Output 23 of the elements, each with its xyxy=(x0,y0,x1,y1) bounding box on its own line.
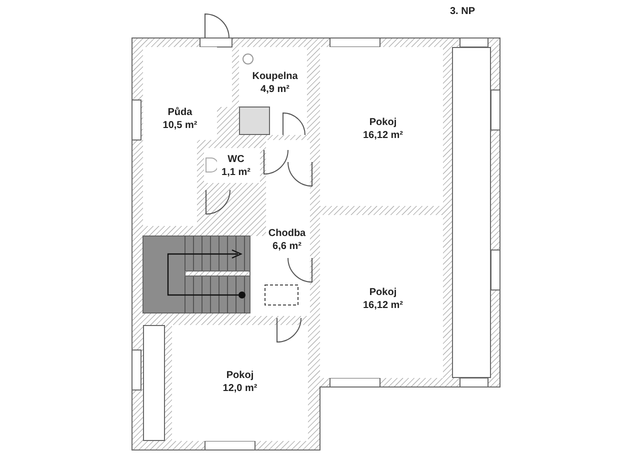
room-area xyxy=(320,215,443,378)
room-name: Chodba xyxy=(268,227,306,240)
room-area xyxy=(260,140,310,316)
room-area-label: 1,1 m² xyxy=(222,166,250,179)
empty-room xyxy=(452,47,491,378)
room-name: Pokoj xyxy=(368,286,398,299)
room-area xyxy=(320,47,443,206)
room-area xyxy=(217,148,260,183)
room-area-label: 10,5 m² xyxy=(162,119,198,132)
floor-title: 3. NP xyxy=(450,6,476,17)
room-area xyxy=(239,47,307,105)
room-area-label: 12,0 m² xyxy=(222,382,258,395)
room-area-label: 16,12 m² xyxy=(362,129,404,142)
room-area xyxy=(172,325,308,441)
room-name: Půda xyxy=(166,106,194,119)
room-area-label: 16,12 m² xyxy=(362,299,404,312)
room-name: WC xyxy=(226,153,246,166)
room-name: Koupelna xyxy=(252,70,298,83)
room-name: Pokoj xyxy=(368,116,398,129)
room-area-label: 6,6 m² xyxy=(272,240,302,253)
room-area-label: 4,9 m² xyxy=(260,83,290,96)
empty-room xyxy=(143,325,165,441)
room-name: Pokoj xyxy=(225,369,255,382)
